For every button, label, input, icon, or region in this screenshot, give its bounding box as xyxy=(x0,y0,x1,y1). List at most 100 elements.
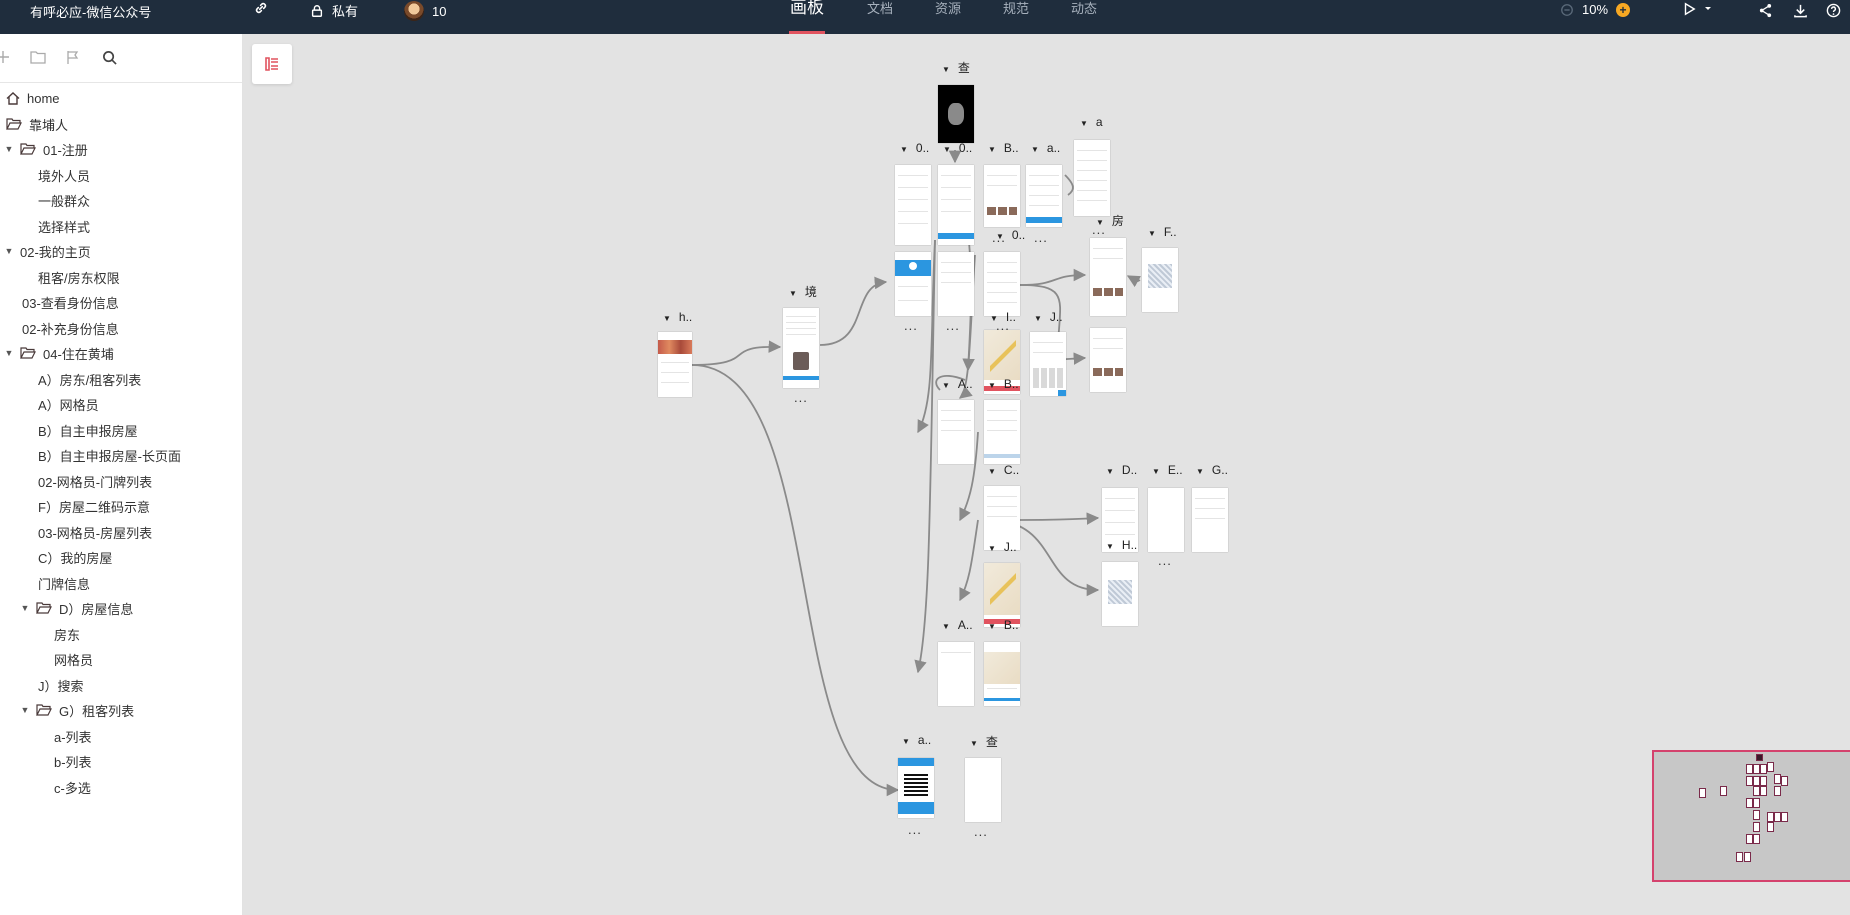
artboard-thumbnail[interactable] xyxy=(938,252,974,316)
artboard-thumbnail[interactable] xyxy=(984,563,1020,627)
artboard-label[interactable]: ▼A.. xyxy=(942,377,973,391)
flag-icon[interactable] xyxy=(66,50,80,64)
sidebar-item-page[interactable]: A）房东/租客列表 xyxy=(38,364,141,394)
artboard-thumbnail[interactable] xyxy=(783,308,819,388)
tab-docs[interactable]: 文档 xyxy=(864,0,896,34)
share-icon[interactable] xyxy=(1758,3,1773,18)
canvas-layout-button[interactable] xyxy=(252,44,292,84)
sidebar-item-page[interactable]: B）自主申报房屋-长页面 xyxy=(38,440,181,470)
artboard-label[interactable]: ▼0.. xyxy=(943,141,973,155)
artboard-label[interactable]: ▼G.. xyxy=(1196,463,1228,477)
sidebar-item-page[interactable]: a-列表 xyxy=(54,721,92,751)
artboard-thumbnail[interactable] xyxy=(658,332,692,397)
artboard-label[interactable]: ▼a xyxy=(1080,115,1103,129)
sidebar-item-folder[interactable]: ▼ 04-住在黄埔 xyxy=(4,338,114,368)
canvas-minimap[interactable] xyxy=(1652,750,1850,882)
artboard-label[interactable]: ▼D.. xyxy=(1106,463,1138,477)
sidebar-item-page[interactable]: 选择样式 xyxy=(38,211,90,241)
sidebar-item-page[interactable]: C）我的房屋 xyxy=(38,542,112,572)
more-pages-indicator[interactable]: ... xyxy=(1092,222,1106,237)
tab-canvas[interactable]: 画板 xyxy=(789,0,825,34)
artboard-thumbnail[interactable] xyxy=(984,642,1020,706)
more-pages-indicator[interactable]: ... xyxy=(974,824,988,839)
sidebar-item-folder[interactable]: ▼ 01-注册 xyxy=(4,134,88,164)
sidebar-item-folder[interactable]: ▼ D）房屋信息 xyxy=(20,593,134,623)
artboard-label[interactable]: ▼J.. xyxy=(988,540,1017,554)
sidebar-item-page[interactable]: 03-查看身份信息 xyxy=(22,287,119,317)
artboard-thumbnail[interactable] xyxy=(965,758,1001,822)
artboard-thumbnail[interactable] xyxy=(1102,488,1138,552)
sidebar-item-page[interactable]: A）网格员 xyxy=(38,389,99,419)
more-pages-indicator[interactable]: ... xyxy=(794,390,808,405)
sidebar-item-page[interactable]: 一般群众 xyxy=(38,185,90,215)
more-pages-indicator[interactable]: ... xyxy=(946,318,960,333)
artboard-thumbnail[interactable] xyxy=(984,330,1020,394)
artboard-label[interactable]: ▼房 xyxy=(1096,214,1124,228)
sidebar-item-page[interactable]: ▼ 02-我的主页 xyxy=(4,236,91,266)
tab-specs[interactable]: 规范 xyxy=(1000,0,1032,34)
add-folder-icon[interactable] xyxy=(30,50,46,64)
artboard-thumbnail[interactable] xyxy=(938,85,974,143)
chevron-down-icon[interactable]: ▼ xyxy=(4,348,14,358)
more-pages-indicator[interactable]: ... xyxy=(1034,230,1048,245)
artboard-label[interactable]: ▼B.. xyxy=(988,377,1019,391)
sidebar-item-page[interactable]: 03-网格员-房屋列表 xyxy=(38,517,152,547)
zoom-in-icon[interactable]: + xyxy=(1616,2,1631,17)
sidebar-item-page[interactable]: c-多选 xyxy=(54,772,91,802)
sidebar-item-page[interactable]: 房东 xyxy=(54,619,80,649)
artboard-thumbnail[interactable] xyxy=(1142,248,1178,312)
more-pages-indicator[interactable]: ... xyxy=(904,318,918,333)
more-pages-indicator[interactable]: ... xyxy=(992,230,1006,245)
chevron-down-icon[interactable]: ▼ xyxy=(4,246,14,256)
artboard-label[interactable]: ▼J.. xyxy=(1034,310,1063,324)
artboard-thumbnail[interactable] xyxy=(1026,165,1062,227)
zoom-level[interactable]: 10% xyxy=(1582,2,1609,17)
chevron-down-icon[interactable]: ▼ xyxy=(20,603,30,613)
search-icon[interactable] xyxy=(102,50,117,65)
sidebar-item-page[interactable]: 02-网格员-门牌列表 xyxy=(38,466,152,496)
preview-button[interactable] xyxy=(1682,2,1712,16)
artboard-label[interactable]: ▼E.. xyxy=(1152,463,1183,477)
artboard-label[interactable]: ▼B.. xyxy=(988,141,1019,155)
artboard-thumbnail[interactable] xyxy=(984,486,1020,550)
artboard-thumbnail[interactable] xyxy=(938,400,974,464)
artboard-label[interactable]: ▼查 xyxy=(942,61,970,75)
artboard-thumbnail[interactable] xyxy=(895,165,931,245)
artboard-thumbnail[interactable] xyxy=(1074,140,1110,216)
tab-assets[interactable]: 资源 xyxy=(932,0,964,34)
artboard-thumbnail[interactable] xyxy=(938,165,974,245)
artboard-thumbnail[interactable] xyxy=(1030,332,1066,396)
sidebar-item-folder[interactable]: ▼ G）租客列表 xyxy=(20,695,135,725)
project-title[interactable]: 有呼必应-微信公众号 xyxy=(30,5,152,20)
sidebar-item-folder[interactable]: 靠埔人 xyxy=(6,109,68,139)
more-pages-indicator[interactable]: ... xyxy=(996,318,1010,333)
share-link-button[interactable] xyxy=(254,1,268,15)
artboard-label[interactable]: ▼H.. xyxy=(1106,538,1138,552)
zoom-out-icon[interactable] xyxy=(1560,3,1574,17)
artboard-thumbnail[interactable] xyxy=(1102,562,1138,626)
sidebar-item-page[interactable]: 02-补充身份信息 xyxy=(22,313,119,343)
artboard-thumbnail[interactable] xyxy=(898,758,934,818)
chevron-down-icon[interactable]: ▼ xyxy=(4,144,14,154)
add-page-icon[interactable] xyxy=(0,50,10,64)
artboard-thumbnail[interactable] xyxy=(1090,238,1126,316)
help-icon[interactable] xyxy=(1826,3,1841,18)
privacy-toggle[interactable]: 私有 xyxy=(310,1,358,20)
sidebar-item-page[interactable]: B）自主申报房屋 xyxy=(38,415,138,445)
sidebar-item-page[interactable]: 门牌信息 xyxy=(38,568,90,598)
sidebar-item-page[interactable]: J）搜索 xyxy=(38,670,84,700)
artboard-label[interactable]: ▼a.. xyxy=(1031,141,1061,155)
sidebar-item-page[interactable]: 网格员 xyxy=(54,644,93,674)
artboard-label[interactable]: ▼A.. xyxy=(942,618,973,632)
artboard-label[interactable]: ▼境 xyxy=(789,285,817,299)
more-pages-indicator[interactable]: ... xyxy=(1158,553,1172,568)
artboard-label[interactable]: ▼0.. xyxy=(996,228,1026,242)
artboard-label[interactable]: ▼查 xyxy=(970,735,998,749)
artboard-label[interactable]: ▼h.. xyxy=(663,310,693,324)
sidebar-item-page[interactable]: b-列表 xyxy=(54,746,92,776)
artboard-label[interactable]: ▼a.. xyxy=(902,733,932,747)
sidebar-item-page[interactable]: 境外人员 xyxy=(38,160,90,190)
artboard-thumbnail[interactable] xyxy=(1090,328,1126,392)
artboard-thumbnail[interactable] xyxy=(895,252,931,316)
artboard-label[interactable]: ▼F.. xyxy=(1148,225,1177,239)
